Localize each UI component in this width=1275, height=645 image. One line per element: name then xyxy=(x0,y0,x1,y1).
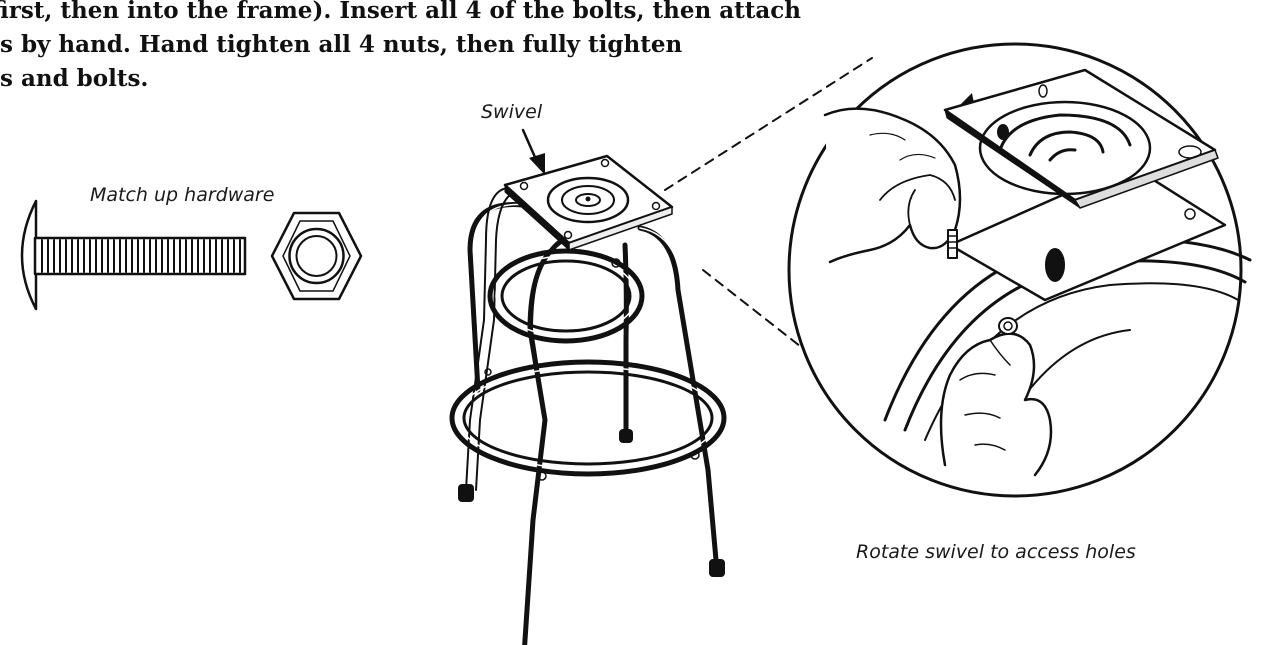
swivel-label: Swivel xyxy=(481,101,542,123)
bolt-icon xyxy=(22,201,245,309)
detail-magnifier xyxy=(789,44,1250,496)
bar-stool-illustration xyxy=(452,130,724,645)
hex-nut-icon xyxy=(272,213,361,299)
hardware-label: Match up hardware xyxy=(90,184,274,206)
rotate-swivel-label: Rotate swivel to access holes xyxy=(856,541,1136,563)
